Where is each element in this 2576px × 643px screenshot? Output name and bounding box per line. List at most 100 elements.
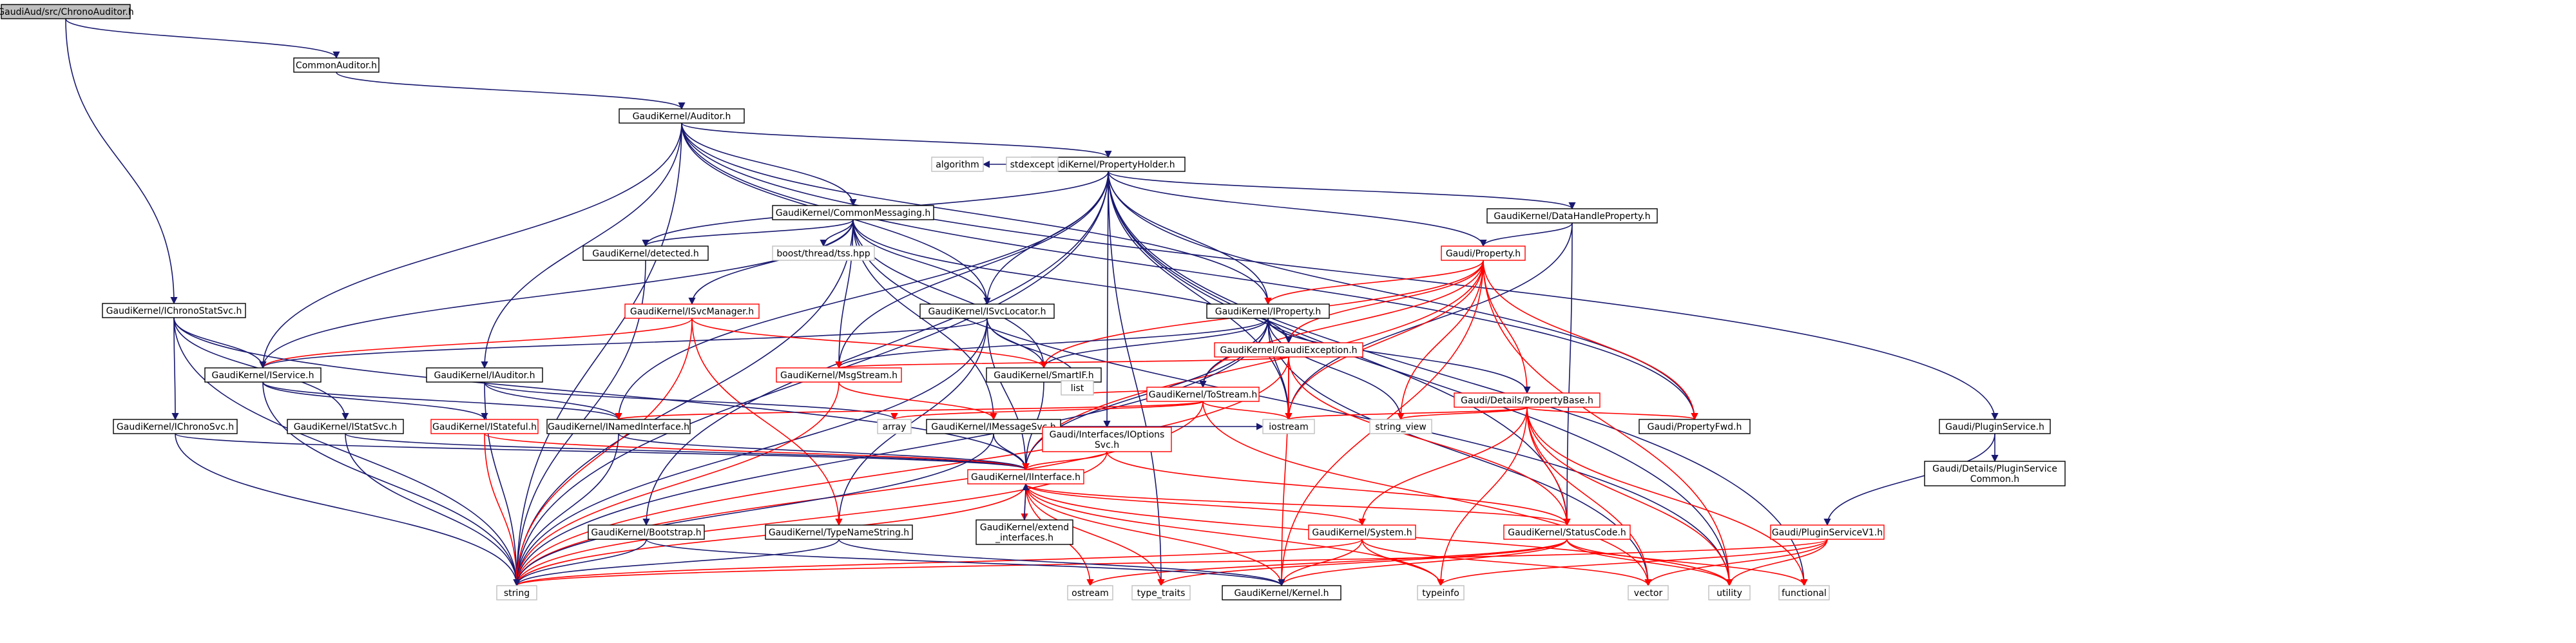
node-box <box>1770 524 1885 540</box>
node-label: GaudiKernel/IService.h <box>212 370 314 381</box>
node-label: vector <box>1634 588 1663 599</box>
node-plugin-service[interactable]: Gaudi/PluginService.h <box>1939 419 2051 434</box>
node-system[interactable]: GaudiKernel/System.h <box>1308 524 1416 540</box>
edge-i-stat-svc-to-string <box>345 433 521 587</box>
node-i-interface[interactable]: GaudiKernel/IInterface.h <box>967 469 1084 485</box>
node-common-messaging[interactable]: GaudiKernel/CommonMessaging.h <box>772 205 934 220</box>
edge-i-auditor-to-i-named-interface <box>484 381 622 421</box>
node-type-name-string[interactable]: GaudiKernel/TypeNameString.h <box>765 524 913 540</box>
node-box <box>1 4 131 19</box>
edge-gaudi-exception-to-kernel <box>1278 356 1289 587</box>
node-typeinfo[interactable]: typeinfo <box>1417 585 1465 600</box>
node-functional[interactable]: functional <box>1778 585 1830 600</box>
node-box <box>287 419 404 434</box>
node-label: Common.h <box>1970 474 2019 485</box>
edge-property-base-to-system <box>1358 407 1528 526</box>
edge-property-base-to-typeinfo <box>1437 407 1528 587</box>
node-detected[interactable]: GaudiKernel/detected.h <box>582 245 709 261</box>
node-i-svc-locator[interactable]: GaudiKernel/ISvcLocator.h <box>919 303 1055 319</box>
node-label: Svc.h <box>1095 440 1119 450</box>
node-i-chrono-stat-svc[interactable]: GaudiKernel/IChronoStatSvc.h <box>102 303 246 318</box>
node-i-named-interface[interactable]: GaudiKernel/INamedInterface.h <box>546 419 691 434</box>
node-label: GaudiKernel/extend <box>980 523 1069 533</box>
node-auditor[interactable]: GaudiKernel/Auditor.h <box>619 108 745 124</box>
node-utility[interactable]: utility <box>1708 585 1751 600</box>
node-type-traits[interactable]: type_traits <box>1131 585 1191 600</box>
edge-auditor-to-property-holder <box>681 122 1112 158</box>
node-layer: GaudiAud/src/ChronoAuditor.hCommonAudito… <box>0 4 2066 600</box>
node-property-holder[interactable]: GaudiKernel/PropertyHolder.h <box>1031 157 1186 172</box>
node-label: stdexcept <box>1010 160 1055 170</box>
node-box <box>1778 585 1830 600</box>
node-plugin-service-v1[interactable]: Gaudi/PluginServiceV1.h <box>1770 524 1885 540</box>
node-box <box>582 245 709 261</box>
edge-msg-stream-to-i-message-svc <box>838 381 997 421</box>
node-label: algorithm <box>936 160 979 170</box>
node-property[interactable]: Gaudi/Property.h <box>1441 245 1526 261</box>
node-stdexcept[interactable]: stdexcept <box>1006 157 1059 172</box>
node-boost-tss[interactable]: boost/thread/tss.hpp <box>772 245 875 261</box>
edge-i-stateful-to-string <box>484 433 521 587</box>
node-iostream[interactable]: iostream <box>1262 419 1315 434</box>
node-box <box>1067 585 1113 600</box>
edge-property-base-to-functional <box>1526 407 1808 587</box>
node-label: GaudiKernel/Bootstrap.h <box>591 528 701 538</box>
node-smart-if[interactable]: GaudiKernel/SmartIF.h <box>986 367 1102 383</box>
node-box <box>1417 585 1465 600</box>
edge-i-svc-locator-to-i-service <box>259 318 988 369</box>
edge-gaudi-exception-to-msg-stream <box>836 356 1289 369</box>
node-array[interactable]: array <box>877 419 912 434</box>
node-gaudi-exception[interactable]: GaudiKernel/GaudiException.h <box>1214 342 1363 358</box>
edge-auditor-to-string <box>513 122 682 587</box>
node-status-code[interactable]: GaudiKernel/StatusCode.h <box>1503 524 1631 540</box>
edge-plugin-service-v1-to-string <box>513 539 1828 587</box>
node-kernel[interactable]: GaudiKernel/Kernel.h <box>1222 585 1341 600</box>
node-extend-interfaces[interactable]: GaudiKernel/extend_interfaces.h <box>976 519 1073 545</box>
edge-plugin-service-v1-to-utility <box>1725 539 1828 587</box>
edge-common-messaging-to-boost-tss <box>820 219 854 247</box>
node-label: Gaudi/PropertyFwd.h <box>1648 422 1742 432</box>
node-common-auditor[interactable]: CommonAuditor.h <box>293 57 380 73</box>
node-label: list <box>1071 383 1084 394</box>
node-box <box>293 57 380 73</box>
node-i-service[interactable]: GaudiKernel/IService.h <box>204 367 322 383</box>
node-data-handle-property[interactable]: GaudiKernel/DataHandleProperty.h <box>1486 208 1658 224</box>
node-to-stream[interactable]: GaudiKernel/ToStream.h <box>1146 387 1260 402</box>
node-i-property[interactable]: GaudiKernel/IProperty.h <box>1206 303 1330 319</box>
node-label: GaudiKernel/StatusCode.h <box>1508 528 1626 538</box>
node-label: Gaudi/PluginService.h <box>1945 422 2044 432</box>
node-property-base[interactable]: Gaudi/Details/PropertyBase.h <box>1454 392 1600 408</box>
edge-property-holder-to-property <box>1108 171 1487 247</box>
node-i-chrono-svc[interactable]: GaudiKernel/IChronoSvc.h <box>113 419 238 434</box>
node-i-message-svc[interactable]: GaudiKernel/IMessageSvc.h <box>926 419 1061 434</box>
node-root[interactable]: GaudiAud/src/ChronoAuditor.h <box>0 4 134 19</box>
node-property-fwd[interactable]: Gaudi/PropertyFwd.h <box>1639 419 1751 434</box>
edge-to-stream-to-vector <box>1202 401 1652 587</box>
node-box <box>1222 585 1341 600</box>
node-box <box>1061 380 1094 396</box>
node-string-view[interactable]: string_view <box>1369 419 1432 434</box>
node-i-stat-svc[interactable]: GaudiKernel/IStatSvc.h <box>287 419 404 434</box>
edge-property-holder-to-data-handle-property <box>1108 171 1576 210</box>
node-label: GaudiKernel/IStatSvc.h <box>294 422 398 432</box>
node-box <box>1369 419 1432 434</box>
node-i-auditor[interactable]: GaudiKernel/IAuditor.h <box>426 367 543 383</box>
node-bootstrap[interactable]: GaudiKernel/Bootstrap.h <box>588 524 705 540</box>
node-i-stateful[interactable]: GaudiKernel/IStateful.h <box>430 419 539 434</box>
node-vector[interactable]: vector <box>1628 585 1669 600</box>
node-label: CommonAuditor.h <box>296 61 377 71</box>
node-string[interactable]: string <box>496 585 537 600</box>
node-list[interactable]: list <box>1061 380 1094 396</box>
node-ostream[interactable]: ostream <box>1067 585 1113 600</box>
node-label: GaudiKernel/MsgStream.h <box>780 370 898 381</box>
edge-i-chrono-stat-svc-to-i-chrono-svc <box>171 317 179 421</box>
node-msg-stream[interactable]: GaudiKernel/MsgStream.h <box>776 367 902 383</box>
node-label: Gaudi/Details/PropertyBase.h <box>1461 396 1593 406</box>
edge-data-handle-property-to-status-code <box>1563 222 1573 526</box>
edge-property-base-to-string-view <box>1397 407 1528 421</box>
node-algorithm[interactable]: algorithm <box>931 157 984 172</box>
node-label: boost/thread/tss.hpp <box>776 249 870 259</box>
node-i-svc-manager[interactable]: GaudiKernel/ISvcManager.h <box>624 303 760 319</box>
